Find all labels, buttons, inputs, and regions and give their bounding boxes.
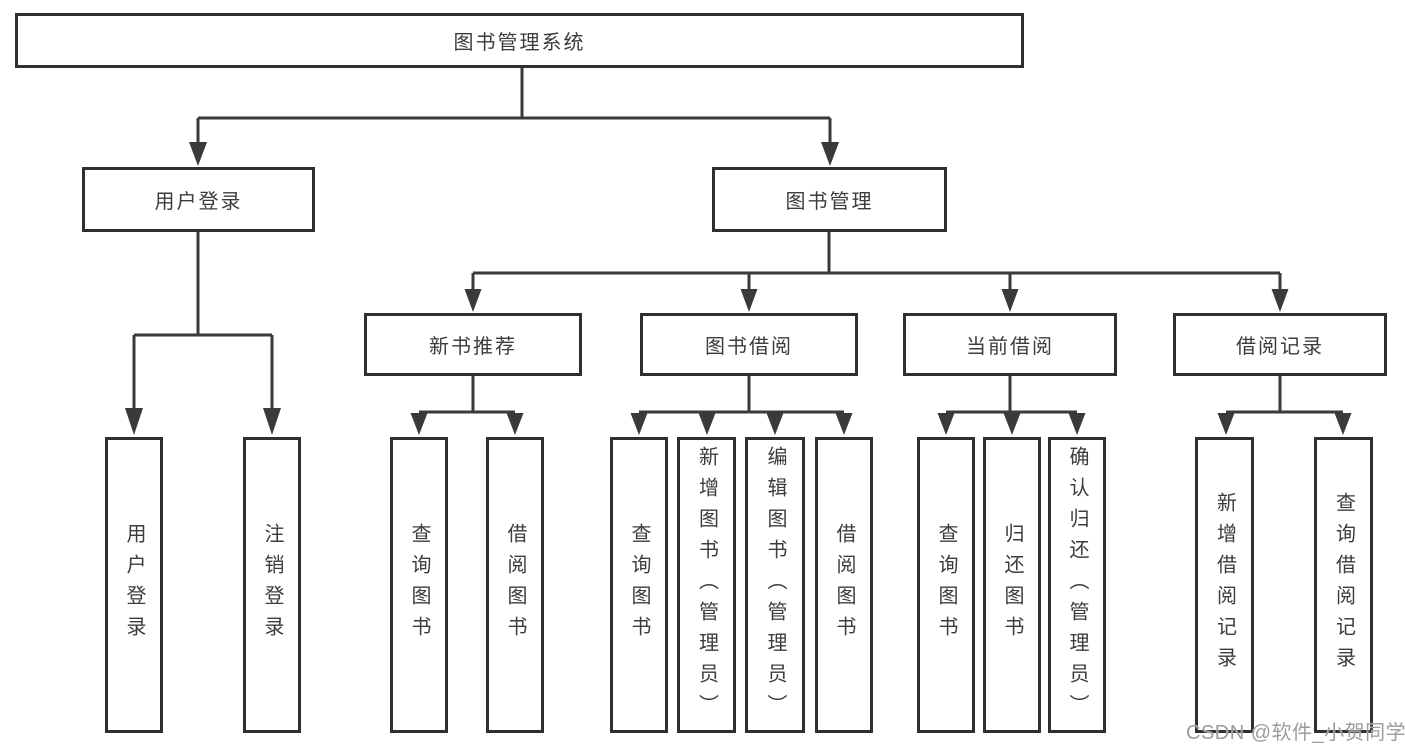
leaf-borrow-add-book-admin: 新增图书（管理员） bbox=[677, 437, 736, 733]
node-new-book-recommend-label: 新书推荐 bbox=[429, 336, 517, 358]
leaf-borrow-query-book-label: 查询图书 bbox=[628, 523, 650, 647]
leaf-borrow-edit-book-admin: 编辑图书（管理员） bbox=[745, 437, 805, 733]
leaf-records-add-record-label: 新增借阅记录 bbox=[1213, 492, 1236, 678]
node-new-book-recommend: 新书推荐 bbox=[364, 313, 582, 376]
connector-root-to-level2 bbox=[196, 68, 832, 146]
leaf-borrow-query-book: 查询图书 bbox=[610, 437, 668, 733]
node-borrow-records-label: 借阅记录 bbox=[1236, 336, 1324, 358]
node-current-borrow: 当前借阅 bbox=[903, 313, 1117, 376]
csdn-watermark: CSDN @软件_小贺同学 bbox=[1186, 722, 1405, 744]
leaf-current-query-book-label: 查询图书 bbox=[935, 523, 957, 647]
node-book-management-label: 图书管理 bbox=[785, 191, 874, 213]
leaf-recommend-query-book-label: 查询图书 bbox=[408, 523, 430, 647]
node-current-borrow-label: 当前借阅 bbox=[966, 336, 1054, 358]
leaf-current-return-book-label: 归还图书 bbox=[1001, 523, 1023, 647]
leaf-borrow-borrow-book: 借阅图书 bbox=[815, 437, 873, 733]
leaf-borrow-add-book-admin-label: 新增图书（管理员） bbox=[695, 445, 718, 725]
leaf-records-query-record-label: 查询借阅记录 bbox=[1332, 492, 1355, 678]
connector-user-login-to-children bbox=[132, 232, 274, 412]
node-user-login: 用户登录 bbox=[82, 167, 315, 232]
node-library-system-root-label: 图书管理系统 bbox=[453, 32, 586, 54]
node-book-borrow-label: 图书借阅 bbox=[705, 336, 793, 358]
leaf-current-confirm-return-admin-label: 确认归还（管理员） bbox=[1066, 445, 1088, 725]
leaf-borrow-edit-book-admin-label: 编辑图书（管理员） bbox=[764, 445, 786, 725]
node-book-borrow: 图书借阅 bbox=[640, 313, 858, 376]
leaf-records-add-record: 新增借阅记录 bbox=[1195, 437, 1254, 733]
leaf-logout: 注销登录 bbox=[243, 437, 301, 733]
connector-level3-to-leaves bbox=[419, 376, 1343, 414]
leaf-recommend-borrow-book: 借阅图书 bbox=[486, 437, 544, 733]
leaf-logout-label: 注销登录 bbox=[261, 523, 283, 647]
leaf-borrow-borrow-book-label: 借阅图书 bbox=[833, 523, 855, 647]
node-borrow-records: 借阅记录 bbox=[1173, 313, 1387, 376]
leaf-recommend-query-book: 查询图书 bbox=[390, 437, 448, 733]
leaf-current-confirm-return-admin: 确认归还（管理员） bbox=[1048, 437, 1106, 733]
node-book-management: 图书管理 bbox=[712, 167, 947, 232]
leaf-current-return-book: 归还图书 bbox=[983, 437, 1041, 733]
node-user-login-label: 用户登录 bbox=[154, 191, 243, 213]
node-library-system-root: 图书管理系统 bbox=[15, 13, 1024, 68]
connector-book-mgmt-to-level3 bbox=[471, 232, 1282, 292]
leaf-recommend-borrow-book-label: 借阅图书 bbox=[504, 523, 526, 647]
leaf-user-login-label: 用户登录 bbox=[123, 523, 145, 647]
leaf-records-query-record: 查询借阅记录 bbox=[1314, 437, 1373, 733]
leaf-user-login: 用户登录 bbox=[105, 437, 163, 733]
leaf-current-query-book: 查询图书 bbox=[917, 437, 975, 733]
